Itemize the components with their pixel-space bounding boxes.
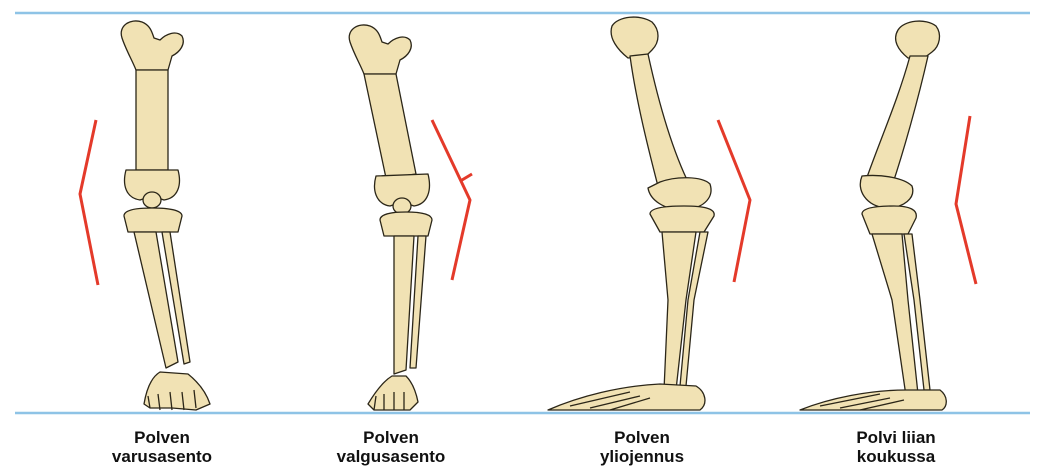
- caption-hyperextension-line2: yliojennus: [542, 447, 742, 466]
- caption-hyperextension-line1: Polven: [542, 428, 742, 447]
- caption-valgus-line2: valgusasento: [291, 447, 491, 466]
- caption-flexion: Polvi liian koukussa: [796, 428, 996, 466]
- caption-flexion-line2: koukussa: [796, 447, 996, 466]
- caption-varus: Polven varusasento: [62, 428, 262, 466]
- leg-skeleton-valgus: [349, 25, 432, 410]
- hyperextension-axis-line: [718, 120, 750, 282]
- flexion-axis-line: [956, 116, 976, 284]
- caption-varus-line2: varusasento: [62, 447, 262, 466]
- caption-valgus-line1: Polven: [291, 428, 491, 447]
- leg-skeleton-hyperextension: [548, 17, 714, 410]
- caption-hyperextension: Polven yliojennus: [542, 428, 742, 466]
- caption-valgus: Polven valgusasento: [291, 428, 491, 466]
- varus-axis-line: [80, 120, 98, 285]
- caption-flexion-line1: Polvi liian: [796, 428, 996, 447]
- leg-skeleton-flexion: [800, 21, 946, 410]
- caption-varus-line1: Polven: [62, 428, 262, 447]
- leg-skeleton-varus: [121, 21, 210, 410]
- valgus-axis-line: [432, 120, 472, 280]
